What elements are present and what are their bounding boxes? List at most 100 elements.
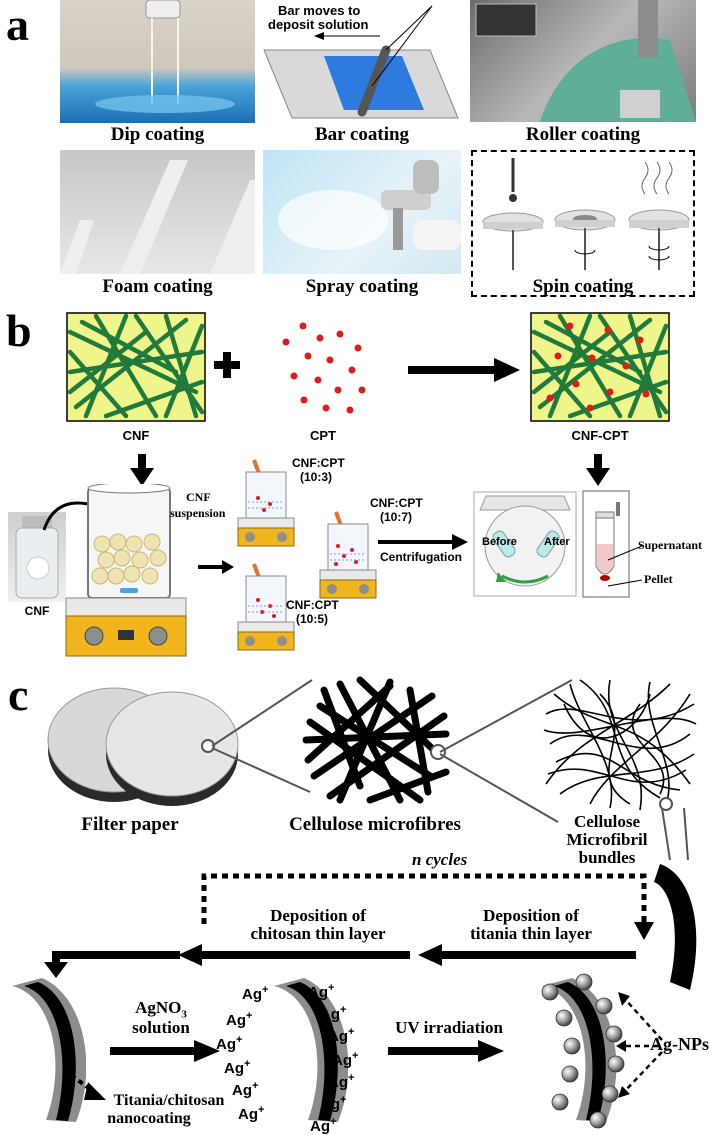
ag-ion-charge: + [236,1034,243,1046]
agno3-label: AgNO3 [116,998,206,1020]
ag-ion-label: Ag+ [328,1026,354,1045]
cnf-network [66,312,206,422]
ag-ion-symbol: Ag [238,1106,258,1123]
ag-nps-pointers [614,990,674,1100]
corner-arrow [40,944,180,980]
dip-coating-photo [60,0,255,123]
silver-nanoparticles [541,973,625,1129]
cnf-cpt-fibres [530,312,670,422]
agno3-subscript: 3 [181,1008,187,1021]
ag-ion-symbol: Ag [232,1082,252,1099]
cnf-cpt-label: CNF-CPT [571,428,629,443]
panel-label-a: a [6,0,29,50]
ag-ion-label: Ag+ [308,982,334,1001]
agno3-arrow [110,1040,220,1062]
to-suspension-arrow [198,560,234,574]
ratio-10-5-label-2: (10:5) [296,612,329,626]
ag-ion-label: Ag+ [242,984,268,1003]
beaker-10-7 [318,510,378,600]
centrifuge [472,490,578,598]
ag-ion-label: Ag+ [320,1004,346,1023]
agno3-solution-label: solution [132,1018,190,1037]
ag-ion-charge: + [348,1072,355,1084]
tube-pointer-lines [606,540,646,590]
down-arrow-right [586,454,610,486]
ag-ion-charge: + [262,984,269,996]
zoom-lines-2 [436,676,576,826]
combine-arrow [408,358,520,382]
dep-titania-2: titania thin layer [470,924,592,943]
silver-ions: Ag+Ag+Ag+Ag+Ag+Ag+Ag+Ag+Ag+Ag+Ag+Ag+Ag+ [216,980,396,1135]
ag-ion-symbol: Ag [320,1006,340,1023]
cnf-cpt-network [530,312,670,422]
ag-ion-symbol: Ag [226,1012,246,1029]
ratio-10-5-label-1: CNF:CPT [286,598,339,612]
cpt-particles [268,318,378,418]
ag-ion-label: Ag+ [232,1080,258,1099]
bar-coating-illustration [262,0,462,122]
cnf-label: CNF [122,428,150,443]
ag-ion-symbol: Ag [320,1096,340,1113]
ag-ion-symbol: Ag [328,1074,348,1091]
ag-ion-symbol: Ag [242,986,262,1003]
panel-label-c: c [8,669,29,720]
pellet-label: Pellet [644,572,673,586]
ratio-10-3-label-2: (10:3) [300,470,333,484]
ag-ion-label: Ag+ [238,1104,264,1123]
ag-nps-label: Ag-NPs [650,1034,709,1054]
ag-ion-charge: + [244,1058,251,1070]
coated-fibre-1 [6,976,86,1126]
ag-ion-charge: + [352,1050,359,1062]
ag-ion-label: Ag+ [310,1116,336,1135]
bar-note-line2: deposit solution [268,17,369,32]
roller-coating-photo [470,0,696,122]
zoom-lines-1 [206,676,316,796]
bundles-caption-3: bundles [578,848,636,867]
nanocoating-pointer [62,1068,112,1104]
bundles-caption-2: Microfibril [566,830,648,849]
ag-ion-symbol: Ag [328,1028,348,1045]
cpt-label: CPT [310,428,336,443]
ag-ion-charge: + [330,1116,337,1128]
deposition-arrow-right [418,944,636,966]
panel-label-b: b [6,305,32,356]
ag-ion-charge: + [328,982,335,994]
nanocoating-label-1: Titania/chitosan [113,1092,225,1109]
ratio-10-7-label-1: CNF:CPT [370,496,423,510]
ag-ion-charge: + [340,1094,347,1106]
ag-ion-symbol: Ag [310,1118,330,1135]
cnf-photo-label: CNF [24,604,50,618]
ag-ion-charge: + [246,1010,253,1022]
cnf-suspension-label-1: CNF [186,490,211,504]
bundles-caption-1: Cellulose [573,812,641,831]
cnf-suspension-label-2: suspension [170,506,226,520]
cnf-fibres [66,312,206,422]
spray-coating-caption: Spray coating [305,276,419,297]
beaker-10-3 [236,458,296,548]
cellulose-microfibres [300,676,450,806]
filter-paper-discs [32,682,272,812]
ratio-10-3-label-1: CNF:CPT [292,456,345,470]
microfibril-bundles [540,674,700,814]
down-arrow-left [130,454,154,486]
roller-coating-caption: Roller coating [525,124,641,145]
ratio-10-7-label-2: (10:7) [380,510,413,524]
supernatant-label: Supernatant [638,538,703,552]
ag-ion-charge: + [258,1104,265,1116]
bar-note-line1: Bar moves to [278,3,361,18]
deposition-arrow-left [178,944,410,966]
centrifugation-arrow [378,534,468,550]
ag-ion-charge: + [340,1004,347,1016]
ag-ion-symbol: Ag [332,1052,352,1069]
ag-ion-label: Ag+ [332,1050,358,1069]
coated-fibre-2 [268,976,348,1126]
uv-label: UV irradiation [395,1018,503,1037]
centrifuge-after-label: After [544,536,570,548]
beaker-10-5 [236,562,296,652]
stirrer-beaker [60,484,192,660]
uv-arrow [388,1040,504,1062]
centrifugation-label: Centrifugation [380,550,462,564]
ag-ion-symbol: Ag [308,984,328,1001]
dip-coating-caption: Dip coating [110,124,205,145]
centrifuge-tube [582,490,630,598]
